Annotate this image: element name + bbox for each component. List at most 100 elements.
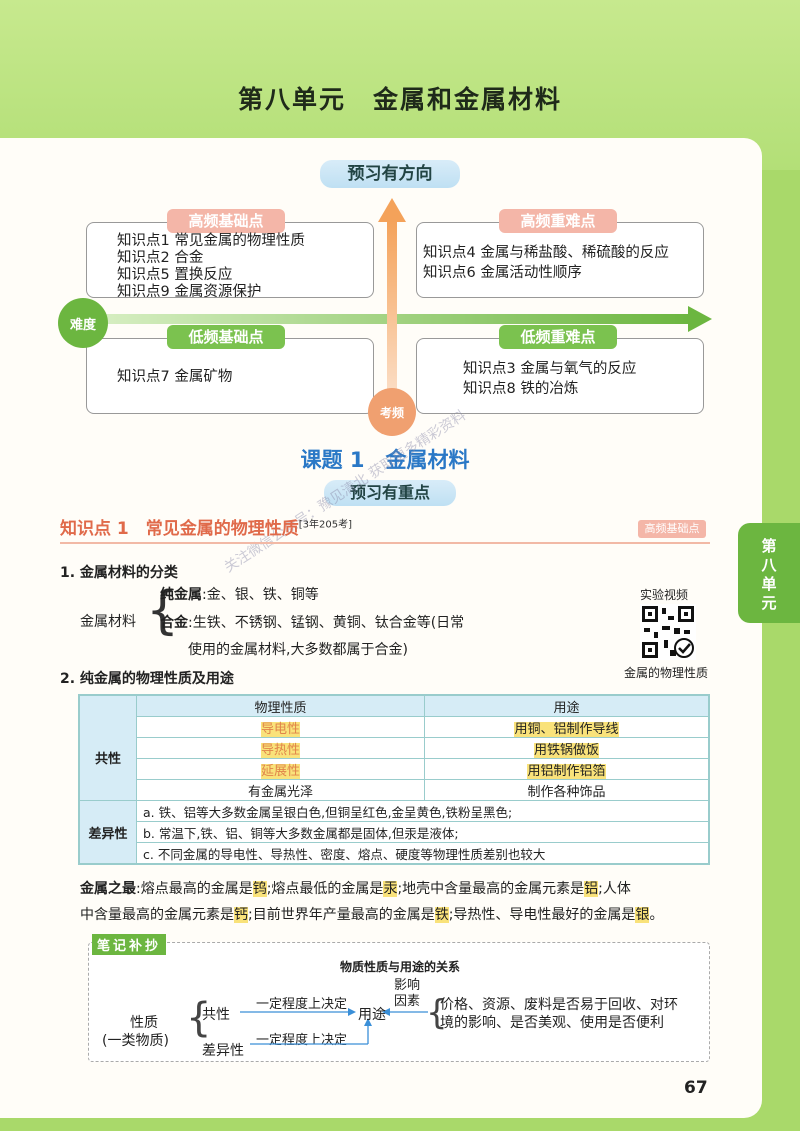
classification-root: 金属材料 bbox=[80, 614, 136, 630]
notes-diff: 差异性 bbox=[202, 1043, 244, 1059]
metal-superlatives: 金属之最:熔点最高的金属是钨;熔点最低的金属是汞;地壳中含量最高的金属元素是铝;… bbox=[80, 876, 720, 928]
notes-use: 用途 bbox=[358, 1007, 386, 1023]
quadrant-top-right: 高频重难点 知识点4 金属与稀盐酸、稀硫酸的反应 知识点6 金属活动性顺序 bbox=[416, 209, 704, 298]
notes-factor: 因素 bbox=[394, 994, 421, 1009]
focus-banner: 预习有重点 bbox=[324, 480, 456, 506]
quadrant-title: 低频重难点 bbox=[499, 325, 617, 349]
classification-line-pure: 纯金属:金、银、铁、铜等 bbox=[160, 584, 319, 604]
quadrant-title: 高频基础点 bbox=[167, 209, 285, 233]
quadrant-axes bbox=[90, 198, 712, 410]
notes-arrows bbox=[240, 1008, 428, 1045]
unit-title: 第八单元 金属和金属材料 bbox=[237, 85, 562, 114]
qr-caption-top: 实验视频 bbox=[640, 588, 689, 602]
answer: 铝 bbox=[584, 881, 599, 897]
knowledge-item[interactable]: 知识点9 金属资源保护 bbox=[117, 284, 262, 300]
quadrant-bottom-right: 低频重难点 知识点3 金属与氧气的反应 知识点8 铁的冶炼 bbox=[416, 325, 704, 414]
difference-label: 差异性 bbox=[79, 800, 137, 864]
side-tab-char: 元 bbox=[761, 594, 777, 612]
knowledge-item[interactable]: 知识点5 置换反应 bbox=[117, 267, 233, 283]
knowledge-item[interactable]: 知识点4 金属与稀盐酸、稀硫酸的反应 bbox=[423, 245, 669, 261]
classification-line-alloy-cont: 使用的金属材料,大多数都属于合金) bbox=[188, 642, 408, 658]
preview-banner: 预习有方向 bbox=[320, 160, 460, 188]
kp1-frequency: [3年205考] bbox=[298, 519, 353, 531]
answer: 汞 bbox=[383, 881, 398, 897]
pure-metal-text: :金、银、铁、铜等 bbox=[202, 587, 319, 603]
notes-decide-1: 一定程度上决定 bbox=[256, 997, 348, 1012]
properties-table: 共性 物理性质 用途 导电性 用铜、铝制作导线 导热性 用铁锅做饭 延展性 用铝… bbox=[78, 694, 710, 865]
side-tab-char: 第 bbox=[761, 537, 777, 555]
notes-box bbox=[88, 942, 710, 1062]
qr-caption-bottom: 金属的物理性质 bbox=[624, 666, 709, 680]
notes-influence: 影响 bbox=[394, 978, 421, 993]
text: ;目前世界年产量最高的金属是 bbox=[248, 907, 435, 923]
quadrant-bottom-left: 低频基础点 知识点7 金属矿物 bbox=[86, 325, 374, 414]
notes-property: 性质 bbox=[130, 1015, 158, 1031]
text: ;导热性、导电性最好的金属是 bbox=[448, 907, 636, 923]
difficulty-axis-label: 难度 bbox=[58, 298, 108, 348]
qr-code-icon[interactable] bbox=[640, 604, 696, 660]
text: ;人体 bbox=[598, 881, 631, 897]
table-cell: 延展性 bbox=[260, 763, 300, 779]
text: ;熔点最低的金属是 bbox=[266, 881, 384, 897]
section-1-heading: 1. 金属材料的分类 bbox=[60, 565, 178, 581]
kp1-badge: 高频基础点 bbox=[638, 520, 706, 538]
notes-brace-2: { bbox=[426, 993, 448, 1033]
alloy-label: 合金 bbox=[160, 615, 188, 631]
answer: 银 bbox=[635, 907, 650, 923]
notes-title: 物质性质与用途的关系 bbox=[339, 960, 460, 974]
notes-brace: { bbox=[186, 995, 212, 1041]
side-tab-unit-8[interactable]: 第 八 单 元 bbox=[738, 523, 800, 623]
notes-property-sub: (一类物质) bbox=[102, 1033, 169, 1049]
knowledge-item[interactable]: 知识点6 金属活动性顺序 bbox=[423, 265, 582, 281]
quadrant-title: 低频基础点 bbox=[167, 325, 285, 349]
answer: 钨 bbox=[252, 881, 267, 897]
y-axis-bar bbox=[387, 220, 397, 410]
difference-item: c. 不同金属的导电性、导热性、密度、熔点、硬度等物理性质差别也较大 bbox=[136, 842, 709, 864]
knowledge-item[interactable]: 知识点7 金属矿物 bbox=[117, 369, 233, 385]
text: ;地壳中含量最高的金属元素是 bbox=[397, 881, 585, 897]
answer: 钙 bbox=[234, 907, 248, 923]
table-cell: 导热性 bbox=[260, 742, 300, 758]
answer: 铁 bbox=[434, 907, 449, 923]
y-axis-arrowhead bbox=[378, 198, 406, 222]
pure-metal-label: 纯金属 bbox=[160, 587, 202, 603]
knowledge-item[interactable]: 知识点8 铁的冶炼 bbox=[463, 381, 579, 397]
notes-factors-1: 价格、资源、废料是否易于回收、对环 bbox=[440, 997, 678, 1013]
page-number: 67 bbox=[684, 1078, 708, 1098]
x-axis-arrowhead bbox=[688, 306, 712, 332]
common-label: 共性 bbox=[79, 695, 137, 801]
superlatives-label: 金属之最 bbox=[80, 881, 136, 897]
text: :熔点最高的金属是 bbox=[136, 881, 253, 897]
table-cell: 有金属光泽 bbox=[136, 779, 425, 801]
table-header: 物理性质 bbox=[136, 695, 425, 717]
table-cell: 用铁锅做饭 bbox=[533, 742, 599, 758]
notes-factors-2: 境的影响、是否美观、使用是否便利 bbox=[440, 1015, 664, 1031]
kp1-header: 知识点 1 常见金属的物理性质[3年205考] bbox=[60, 514, 710, 544]
difference-item: b. 常温下,铁、铝、铜等大多数金属都是固体,但汞是液体; bbox=[136, 821, 709, 843]
frequency-axis-label: 考频 bbox=[368, 388, 416, 436]
notes-common: 共性 bbox=[202, 1007, 230, 1023]
knowledge-item[interactable]: 知识点3 金属与氧气的反应 bbox=[463, 361, 637, 377]
kp1-title: 知识点 1 常见金属的物理性质 bbox=[60, 519, 299, 539]
knowledge-item[interactable]: 知识点1 常见金属的物理性质 bbox=[117, 233, 305, 249]
side-tab-char: 单 bbox=[761, 575, 777, 593]
text: 中含量最高的金属元素是 bbox=[80, 907, 234, 923]
knowledge-item[interactable]: 知识点2 合金 bbox=[117, 250, 204, 266]
text: 。 bbox=[649, 907, 664, 923]
quadrant-title: 高频重难点 bbox=[499, 209, 617, 233]
side-tab-char: 八 bbox=[761, 556, 777, 574]
table-cell: 用铜、铝制作导线 bbox=[514, 721, 619, 737]
table-header: 用途 bbox=[424, 695, 709, 717]
section-2-heading: 2. 纯金属的物理性质及用途 bbox=[60, 671, 234, 687]
difference-item: a. 铁、铝等大多数金属呈银白色,但铜呈红色,金呈黄色,铁粉呈黑色; bbox=[136, 800, 709, 822]
classification-line-alloy: 合金:生铁、不锈钢、锰钢、黄铜、钛合金等(日常 bbox=[160, 612, 464, 632]
lesson-title: 课题 1 金属材料 bbox=[300, 448, 470, 472]
notes-label: 笔记补抄 bbox=[92, 934, 167, 955]
table-cell: 导电性 bbox=[260, 721, 300, 737]
common-label-text: 共性 bbox=[94, 751, 121, 767]
table-cell: 用铝制作铝箔 bbox=[527, 763, 606, 779]
brace: { bbox=[146, 581, 180, 641]
table-cell: 制作各种饰品 bbox=[424, 779, 709, 801]
quadrant-top-left: 高频基础点 知识点1 常见金属的物理性质 知识点2 合金 知识点5 置换反应 知… bbox=[86, 209, 374, 300]
alloy-text: :生铁、不锈钢、锰钢、黄铜、钛合金等(日常 bbox=[188, 615, 465, 631]
